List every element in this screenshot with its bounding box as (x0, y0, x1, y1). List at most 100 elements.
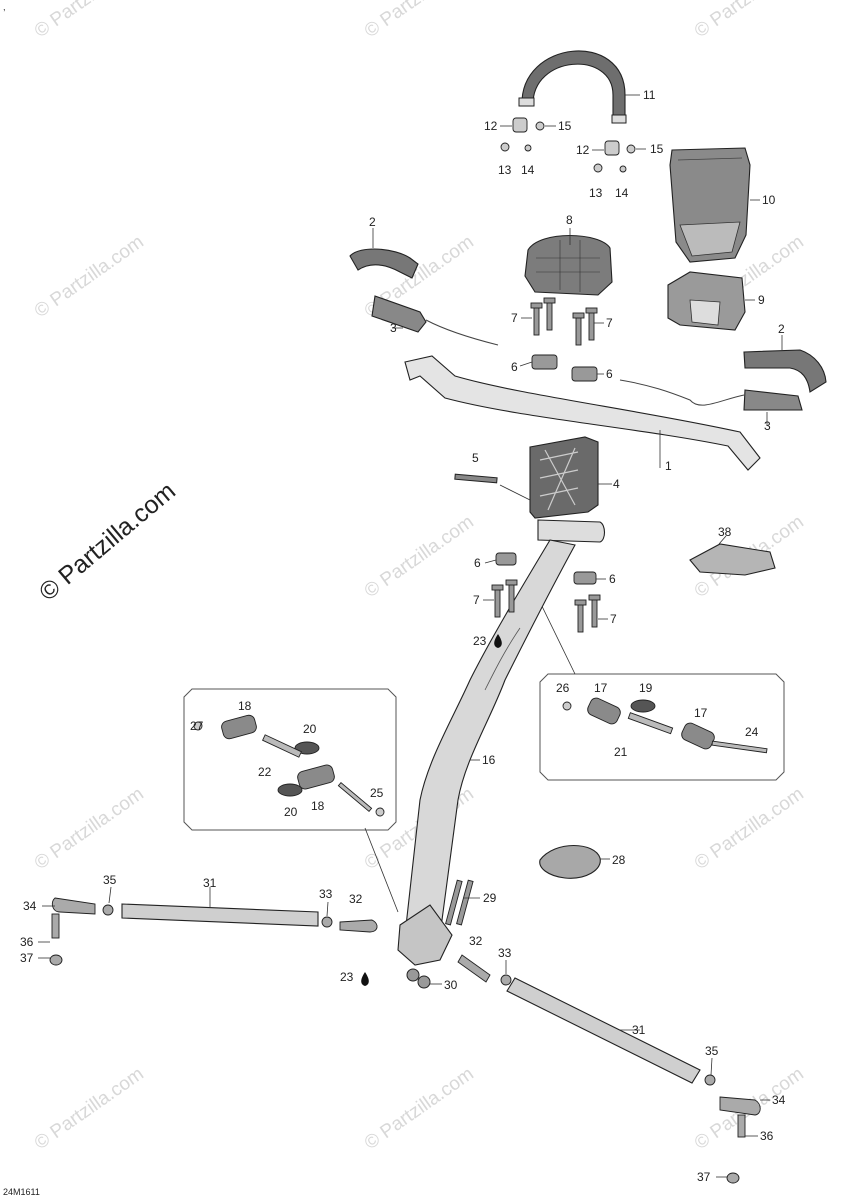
callout-label: 23 (340, 970, 354, 984)
lower-column-bolts (445, 879, 474, 926)
callout-label: 7 (473, 593, 480, 607)
callout-labels: 1 2 2 3 3 4 5 6 6 6 6 7 7 7 7 8 9 10 11 … (20, 88, 786, 1184)
callout-label: 13 (589, 186, 603, 200)
corner-mark: , (3, 2, 6, 12)
clamp-hardware-right (593, 140, 636, 173)
callout-label: 25 (370, 786, 384, 800)
handlebar (404, 355, 761, 471)
callout-label: 27 (190, 719, 204, 733)
detail-frame-left (183, 688, 397, 831)
callout-label: 29 (483, 891, 497, 905)
grease-drop-upper (494, 634, 502, 648)
watermark: © Partzilla.com (31, 783, 148, 874)
watermark: © Partzilla.com (31, 0, 148, 42)
callout-label: 35 (705, 1044, 719, 1058)
callout-label: 2 (778, 322, 785, 336)
callout-label: 12 (576, 143, 590, 157)
grease-drop-lower (361, 972, 369, 986)
callout-label: 7 (606, 316, 613, 330)
detail-frame-right (539, 673, 785, 781)
callout-label: 6 (474, 556, 481, 570)
callout-label: 2 (369, 215, 376, 229)
callout-label: 15 (558, 119, 572, 133)
tie-rod-ends (49, 897, 761, 1184)
callout-label: 8 (566, 213, 573, 227)
heated-grip-left (371, 295, 427, 333)
tie-rod-left (121, 903, 319, 927)
clamp-hardware-left (500, 117, 545, 152)
callout-label: 18 (238, 699, 252, 713)
callout-label: 11 (643, 88, 656, 102)
detail-left-parts (193, 714, 385, 817)
callout-label: 34 (23, 899, 37, 913)
callout-label: 16 (482, 753, 496, 767)
callout-label: 22 (258, 765, 272, 779)
callout-label: 38 (718, 525, 732, 539)
detail-right-parts (562, 697, 768, 754)
watermark: © Partzilla.com (361, 1063, 478, 1154)
callout-label: 12 (484, 119, 498, 133)
callout-label: 31 (632, 1023, 646, 1037)
callout-label: 4 (613, 477, 620, 491)
column-head (537, 519, 606, 543)
callout-label: 10 (762, 193, 776, 207)
watermark: © Partzilla.com (691, 783, 808, 874)
callout-label: 31 (203, 876, 217, 890)
callout-label: 5 (472, 451, 479, 465)
tie-rod-right (506, 977, 701, 1084)
callout-label: 32 (469, 934, 483, 948)
callout-label: 33 (319, 887, 333, 901)
callout-label: 20 (303, 722, 317, 736)
watermark: © Partzilla.com (31, 1063, 148, 1154)
callout-label: 9 (758, 293, 765, 307)
callout-label: 33 (498, 946, 512, 960)
watermark: © Partzilla.com (31, 231, 148, 322)
callout-label: 34 (772, 1093, 786, 1107)
callout-label: 15 (650, 142, 664, 156)
callout-label: 7 (610, 612, 617, 626)
watermark-main: © Partzilla.com (34, 477, 181, 607)
watermark: © Partzilla.com (361, 0, 478, 42)
watermark: © Partzilla.com (361, 511, 478, 602)
callout-label: 23 (473, 634, 487, 648)
callout-label: 17 (594, 681, 608, 695)
watermark: © Partzilla.com (691, 0, 808, 42)
callout-label: 36 (760, 1129, 774, 1143)
callout-label: 14 (615, 186, 629, 200)
callout-label: 14 (521, 163, 535, 177)
callout-label: 37 (20, 951, 34, 965)
callout-label: 6 (609, 572, 616, 586)
diagram-code: 24M1611 (3, 1187, 40, 1197)
grab-handle (521, 50, 626, 121)
callout-label: 18 (311, 799, 325, 813)
heated-grip-right (743, 389, 803, 411)
callout-label: 28 (612, 853, 626, 867)
grip-left (349, 248, 419, 279)
callout-label: 19 (639, 681, 653, 695)
callout-label: 6 (511, 360, 518, 374)
callout-label: 6 (606, 367, 613, 381)
callout-label: 37 (697, 1170, 711, 1184)
boot-cover (539, 844, 601, 879)
riser-block (529, 436, 599, 519)
riser-cover (524, 235, 613, 296)
key (454, 473, 498, 484)
steering-column (404, 539, 576, 936)
lower-bolts (491, 552, 601, 633)
leader-lines (38, 94, 783, 1178)
callout-label: 26 (556, 681, 570, 695)
callout-label: 35 (103, 873, 117, 887)
callout-label: 1 (665, 459, 672, 473)
callout-label: 24 (745, 725, 759, 739)
callout-label: 13 (498, 163, 512, 177)
callout-label: 7 (511, 311, 518, 325)
callout-label: 17 (694, 706, 708, 720)
callout-label: 30 (444, 978, 458, 992)
callout-label: 36 (20, 935, 34, 949)
callout-label: 3 (390, 321, 397, 335)
grip-right (743, 349, 827, 393)
callout-label: 32 (349, 892, 363, 906)
upper-bolts (530, 297, 598, 382)
lower-bracket (397, 904, 453, 966)
